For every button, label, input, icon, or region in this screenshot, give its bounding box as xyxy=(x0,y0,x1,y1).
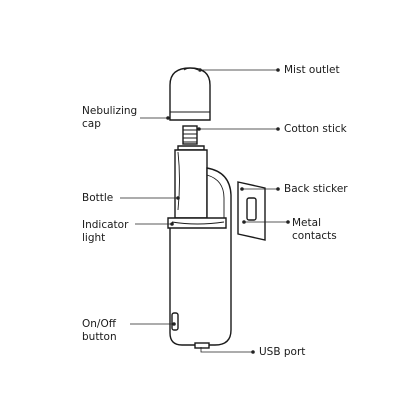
usb-port-part xyxy=(194,342,210,349)
label-nebulizing-cap-line1: Nebulizing xyxy=(82,105,138,117)
leader-lines xyxy=(120,68,290,354)
label-indicator-light: Indicator light xyxy=(82,219,128,245)
cotton-stick xyxy=(182,125,198,145)
nebulizing-cap xyxy=(169,67,211,121)
label-indicator-light-line1: Indicator xyxy=(82,219,129,231)
label-on-off-button-line1: On/Off xyxy=(82,318,116,330)
label-mist-outlet: Mist outlet xyxy=(284,64,340,76)
label-usb-port: USB port xyxy=(259,346,306,358)
label-on-off-button: On/Off button xyxy=(82,318,117,344)
bottle xyxy=(174,145,208,219)
label-metal-contacts-line1: Metal xyxy=(292,217,321,229)
on-off-button-part xyxy=(171,312,179,331)
label-metal-contacts: Metal contacts xyxy=(292,217,337,243)
label-metal-contacts-line2: contacts xyxy=(292,230,337,242)
device-body xyxy=(167,167,232,346)
back-sticker xyxy=(237,181,266,241)
label-on-off-button-line2: button xyxy=(82,331,117,343)
label-cotton-stick: Cotton stick xyxy=(284,123,347,135)
label-bottle: Bottle xyxy=(82,192,114,204)
label-back-sticker: Back sticker xyxy=(284,183,348,195)
label-nebulizing-cap-line2: cap xyxy=(82,118,101,130)
label-indicator-light-line2: light xyxy=(82,232,106,244)
label-nebulizing-cap: Nebulizing cap xyxy=(82,105,137,131)
